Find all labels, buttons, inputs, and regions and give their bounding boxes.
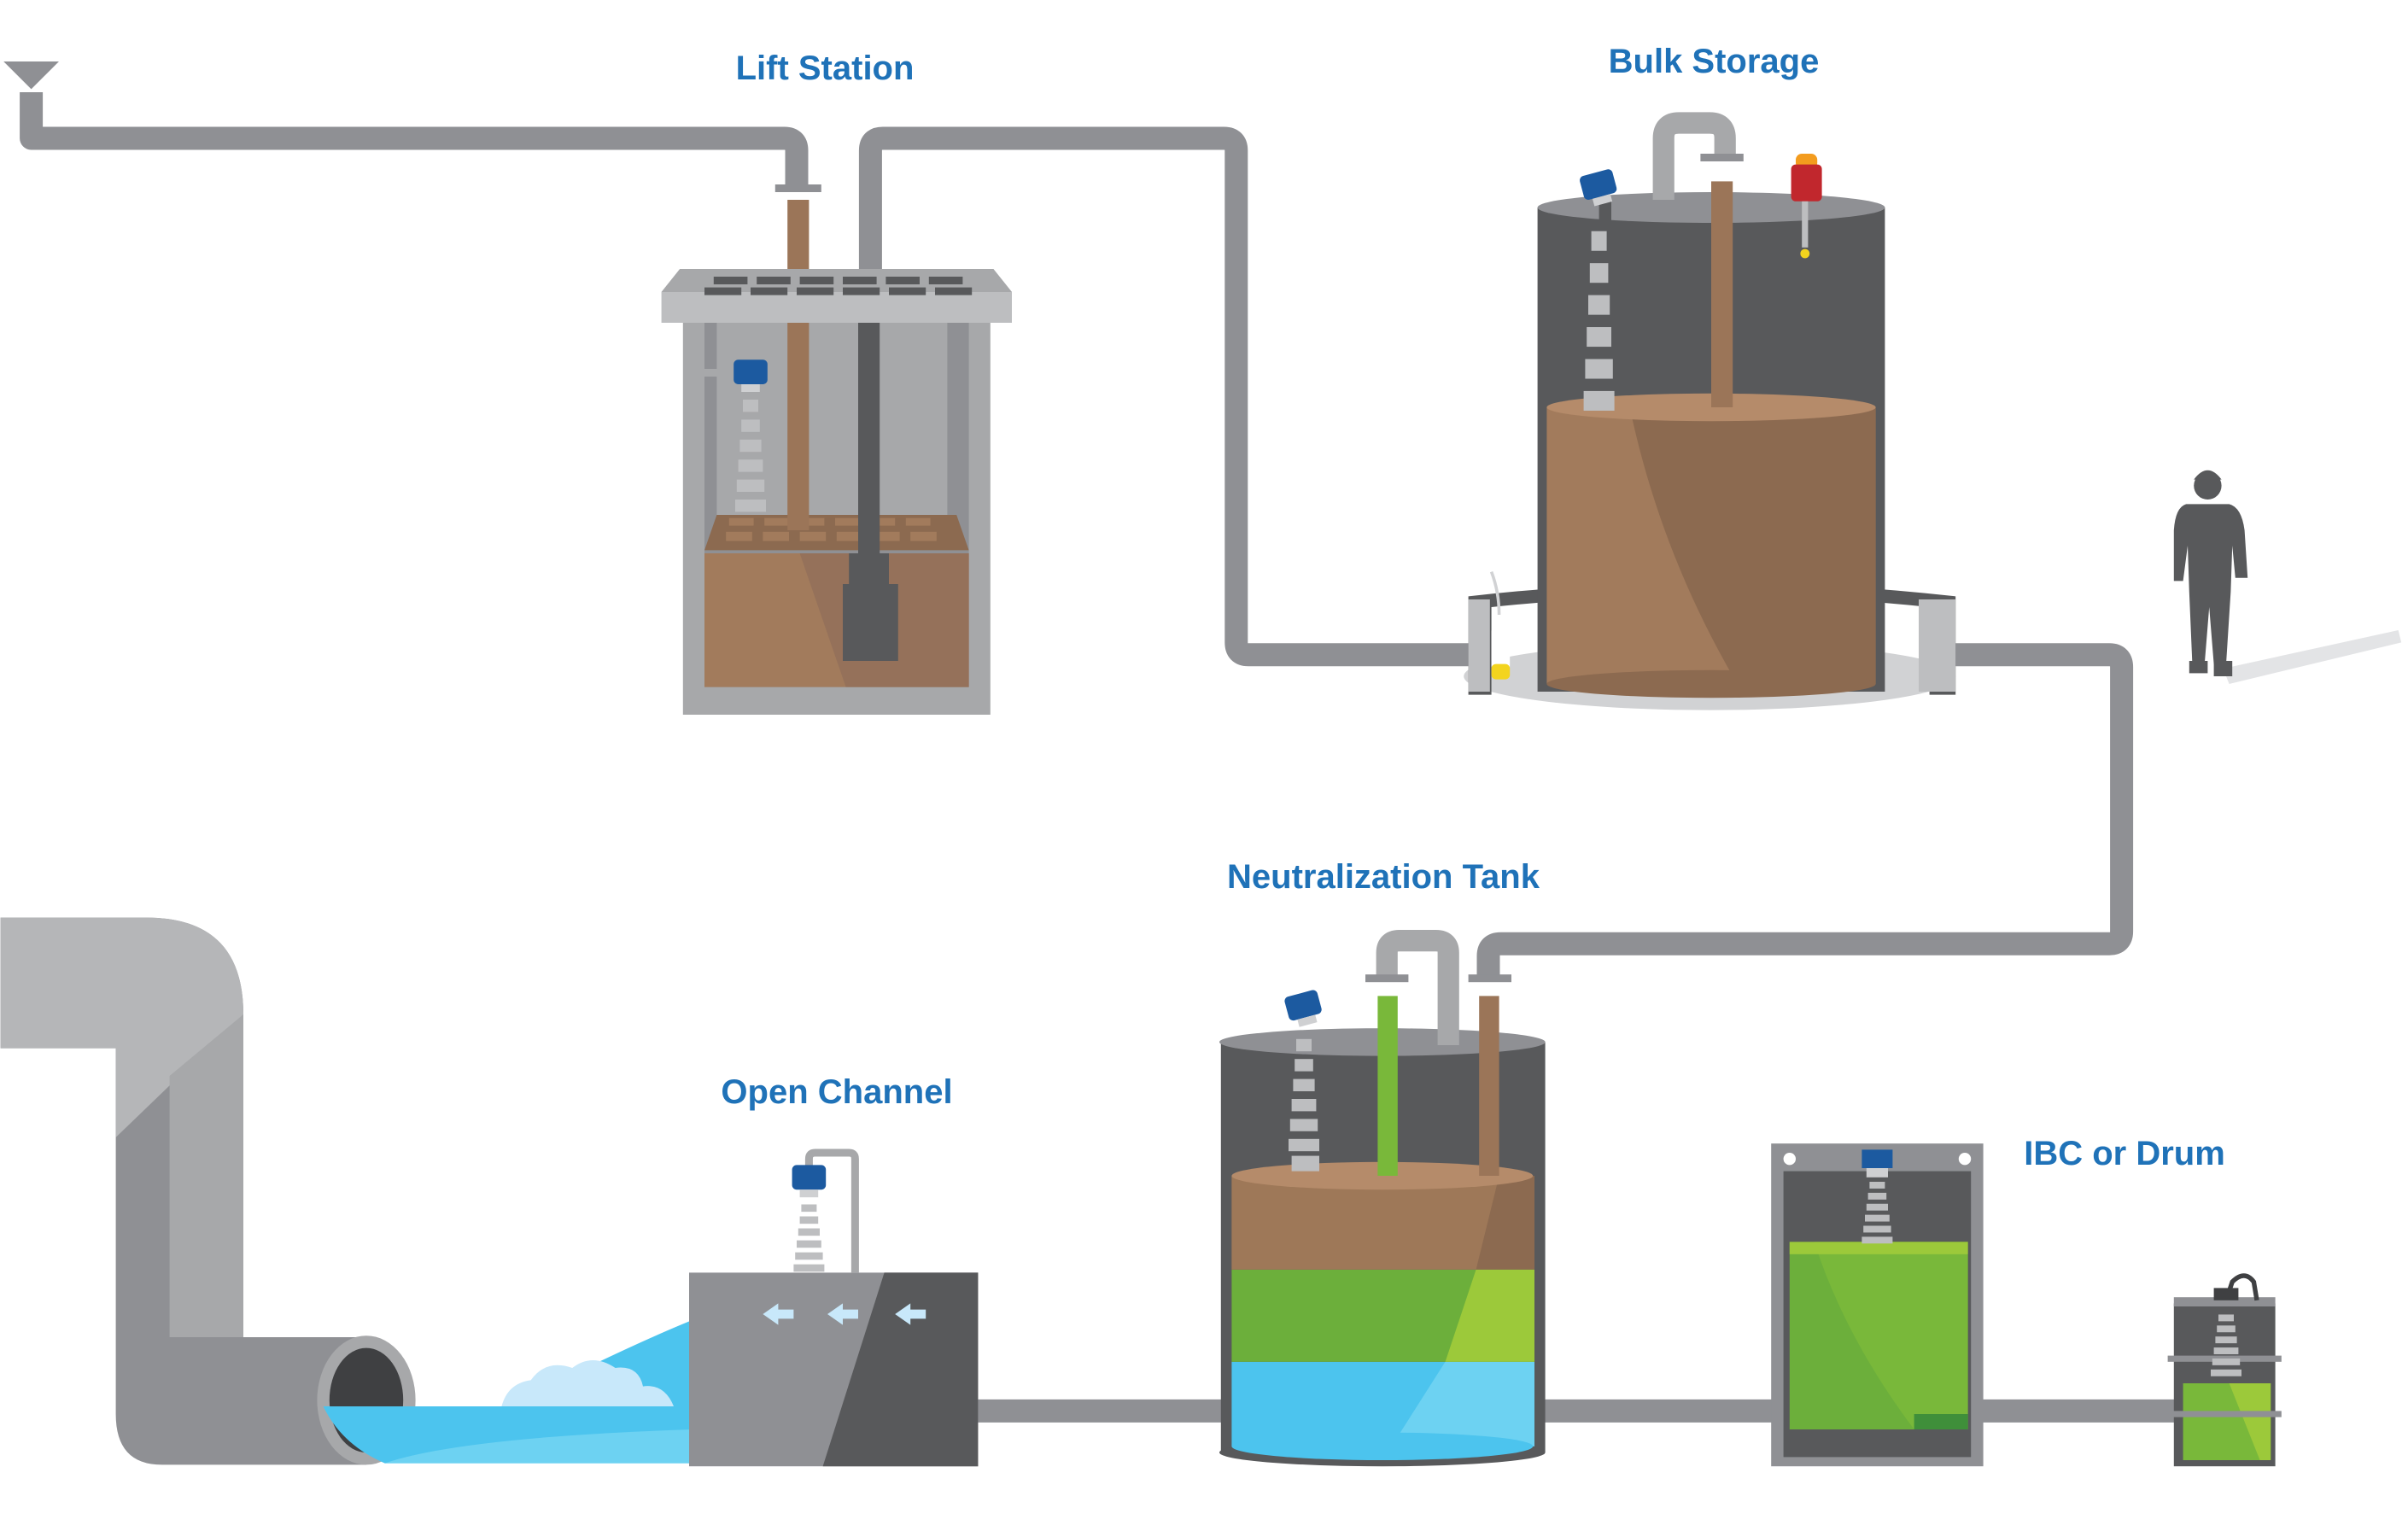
chemical-drum [2167, 1273, 2282, 1467]
pipe-network [20, 92, 2183, 1423]
lift-station-label: Lift Station [735, 50, 915, 87]
open-channel-flume [689, 1148, 979, 1467]
ibc-tote [1771, 1143, 1984, 1467]
lift-station [661, 184, 1012, 715]
channel-water [323, 1314, 708, 1464]
bulk-storage-tank [1464, 112, 1956, 710]
water-level-triangle-icon [3, 61, 60, 90]
outfall-pipe [0, 917, 416, 1465]
ibc-or-drum-label: IBC or Drum [2024, 1135, 2225, 1172]
bulk-storage-label: Bulk Storage [1608, 43, 1820, 80]
ultrasonic-sensor-icon [1283, 989, 1325, 1030]
ultrasonic-sensor-icon [792, 1165, 827, 1198]
neutralization-tank [1219, 930, 1546, 1467]
open-channel-label: Open Channel [721, 1073, 953, 1111]
person-silhouette-icon [2173, 470, 2402, 684]
neutralization-tank-label: Neutralization Tank [1227, 858, 1540, 896]
